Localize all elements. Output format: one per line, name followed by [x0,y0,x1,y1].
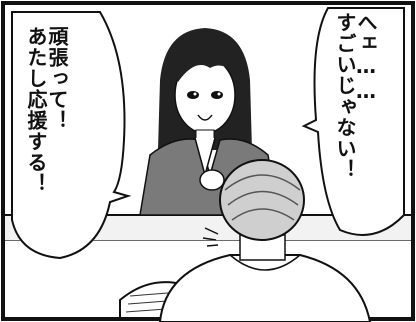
left-line-1: 頑張って！ [45,26,69,131]
right-line-2: すごいじゃない！ [333,12,357,180]
right-line-1: へェ…… [354,12,378,104]
speech-text-right: へェ…… すごいじゃない！ [333,12,378,212]
speech-bubble-left [11,11,132,260]
speech-bubble-right [301,7,405,236]
left-line-2: あたし応援する！ [24,26,48,194]
man-figure [158,159,372,322]
speech-text-left: 頑張って！ あたし応援する！ [24,26,69,236]
